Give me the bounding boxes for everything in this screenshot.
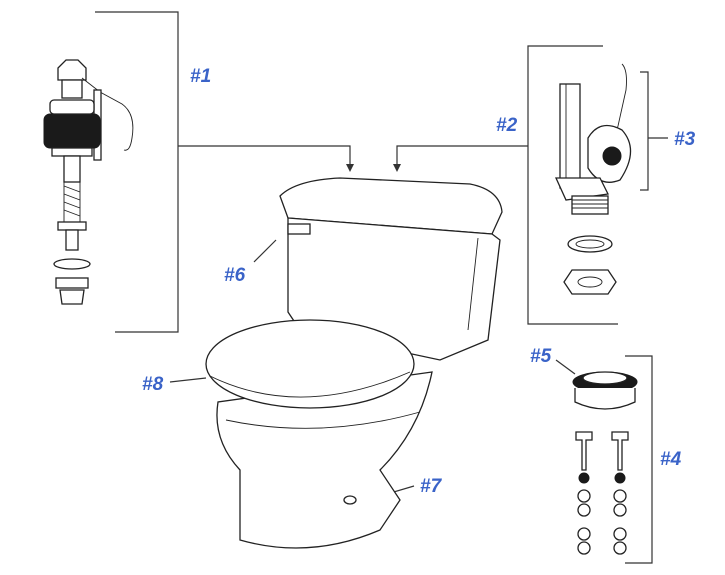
toilet-bowl <box>216 371 433 549</box>
flush-handle <box>287 223 311 235</box>
wax-ring-illustration <box>572 371 638 410</box>
fill-valve-illustration <box>43 59 134 305</box>
callout-8: #8 <box>142 374 164 395</box>
bracket-flapper <box>640 71 668 191</box>
bolt-kit-illustration <box>575 431 629 555</box>
bracket-fill-valve <box>95 11 354 333</box>
callout-2: #2 <box>496 115 518 136</box>
leader-wax-ring <box>555 359 576 375</box>
bolt-cap <box>343 495 357 505</box>
bracket-flush-valve <box>393 45 618 325</box>
bracket-bolt-kit <box>625 355 653 564</box>
toilet-seat <box>205 319 415 409</box>
flush-valve-illustration <box>554 63 632 295</box>
callout-7: #7 <box>420 476 443 497</box>
callout-5: #5 <box>530 346 552 367</box>
callout-6: #6 <box>224 265 246 286</box>
callout-4: #4 <box>660 449 682 470</box>
leader-seat <box>169 377 207 383</box>
callout-3: #3 <box>674 129 696 150</box>
callout-1: #1 <box>190 66 211 87</box>
leader-handle <box>253 239 277 263</box>
